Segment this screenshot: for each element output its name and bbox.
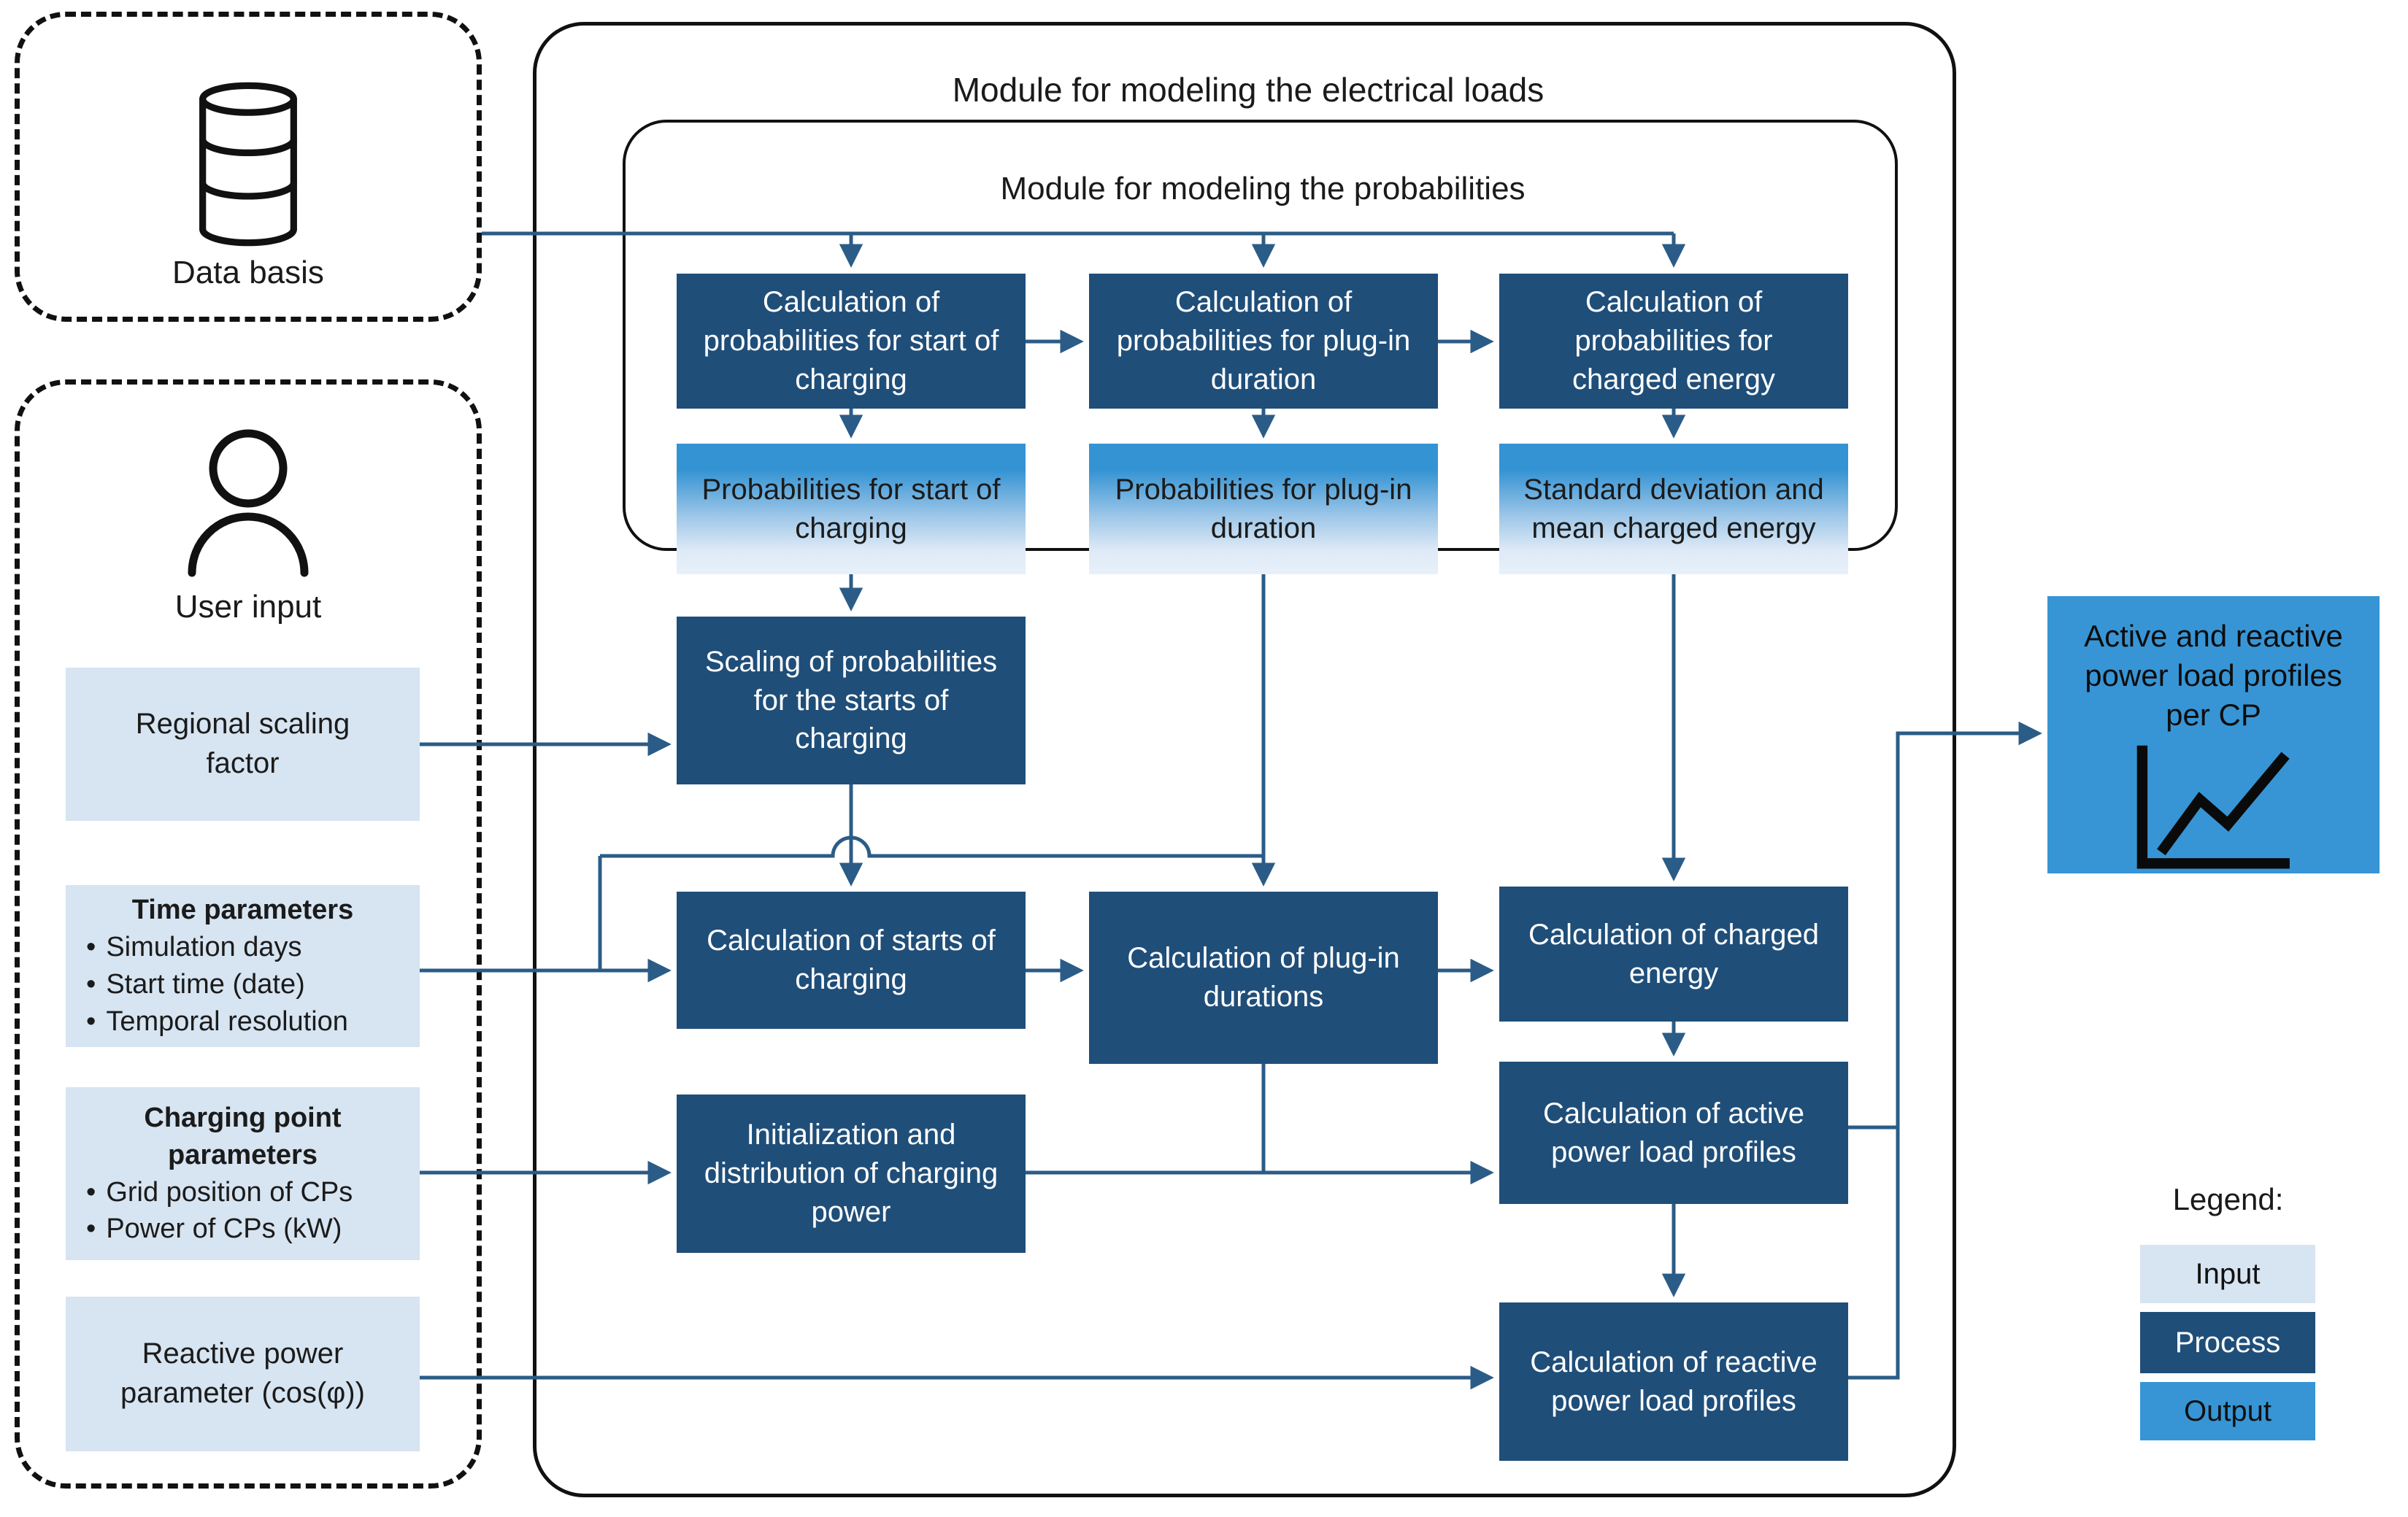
process-calc-prob-plugin: Calculation of probabilities for plug-in… [1089, 274, 1438, 409]
bullet-item: • Start time (date) [86, 966, 399, 1003]
data-basis-label: Data basis [172, 255, 324, 290]
data-basis-group [15, 12, 482, 322]
bullet-glyph: • [86, 969, 96, 1000]
process-calc-starts: Calculation of starts of charging [677, 892, 1026, 1029]
bullet-item: • Simulation days [86, 929, 399, 966]
legend-input-swatch: Input [2140, 1245, 2315, 1303]
input-text: parameter (cos(φ)) [120, 1377, 365, 1409]
database-icon [199, 82, 297, 247]
input-title: Time parameters [131, 895, 354, 926]
input-reactive-power-parameter: Reactive power parameter (cos(φ)) [66, 1297, 420, 1451]
bullet-item: • Power of CPs (kW) [86, 1211, 399, 1248]
legend-title: Legend: [2172, 1182, 2284, 1216]
input-regional-scaling-factor: Regional scaling factor [66, 668, 420, 821]
legend-process-swatch: Process [2140, 1312, 2315, 1373]
bullet-glyph: • [86, 1005, 96, 1037]
inner-module-title: Module for modeling the probabilities [1000, 171, 1526, 206]
bullet-item: • Grid position of CPs [86, 1174, 399, 1211]
bullet-item: • Temporal resolution [86, 1003, 399, 1041]
process-calc-charged-energy: Calculation of charged energy [1499, 887, 1848, 1022]
intermediate-prob-plugin: Probabilities for plug-in duration [1089, 444, 1438, 574]
user-input-group [15, 379, 482, 1489]
user-input-label: User input [174, 589, 322, 625]
legend-output-swatch: Output [2140, 1382, 2315, 1440]
input-time-parameters: Time parameters • Simulation days • Star… [66, 885, 420, 1047]
process-scaling-prob-starts: Scaling of probabilities for the starts … [677, 617, 1026, 784]
outer-module-title: Module for modeling the electrical loads [952, 71, 1545, 109]
process-calc-prob-start: Calculation of probabilities for start o… [677, 274, 1026, 409]
input-text: Reactive power [142, 1337, 344, 1370]
chart-icon [2136, 745, 2290, 869]
input-title: Charging point parameters [144, 1102, 342, 1170]
bullet-glyph: • [86, 932, 96, 963]
intermediate-prob-start: Probabilities for start of charging [677, 444, 1026, 574]
process-calc-active-profiles: Calculation of active power load profile… [1499, 1062, 1848, 1204]
intermediate-std-mean-energy: Standard deviation and mean charged ener… [1499, 444, 1848, 574]
bullet-glyph: • [86, 1213, 96, 1245]
user-icon [188, 429, 309, 577]
input-text: Regional scaling [135, 708, 350, 741]
process-calc-plugin-durations: Calculation of plug-in durations [1089, 892, 1438, 1064]
input-text: factor [206, 747, 280, 779]
input-charging-point-parameters: Charging point parameters • Grid positio… [66, 1087, 420, 1260]
bullet-glyph: • [86, 1176, 96, 1208]
output-load-profiles: Active and reactive power load profiles … [2047, 596, 2380, 873]
output-label: Active and reactive power load profiles … [2084, 619, 2343, 732]
process-calc-reactive-profiles: Calculation of reactive power load profi… [1499, 1302, 1848, 1461]
process-calc-prob-energy: Calculation of probabilities for charged… [1499, 274, 1848, 409]
process-init-distribution: Initialization and distribution of charg… [677, 1095, 1026, 1253]
